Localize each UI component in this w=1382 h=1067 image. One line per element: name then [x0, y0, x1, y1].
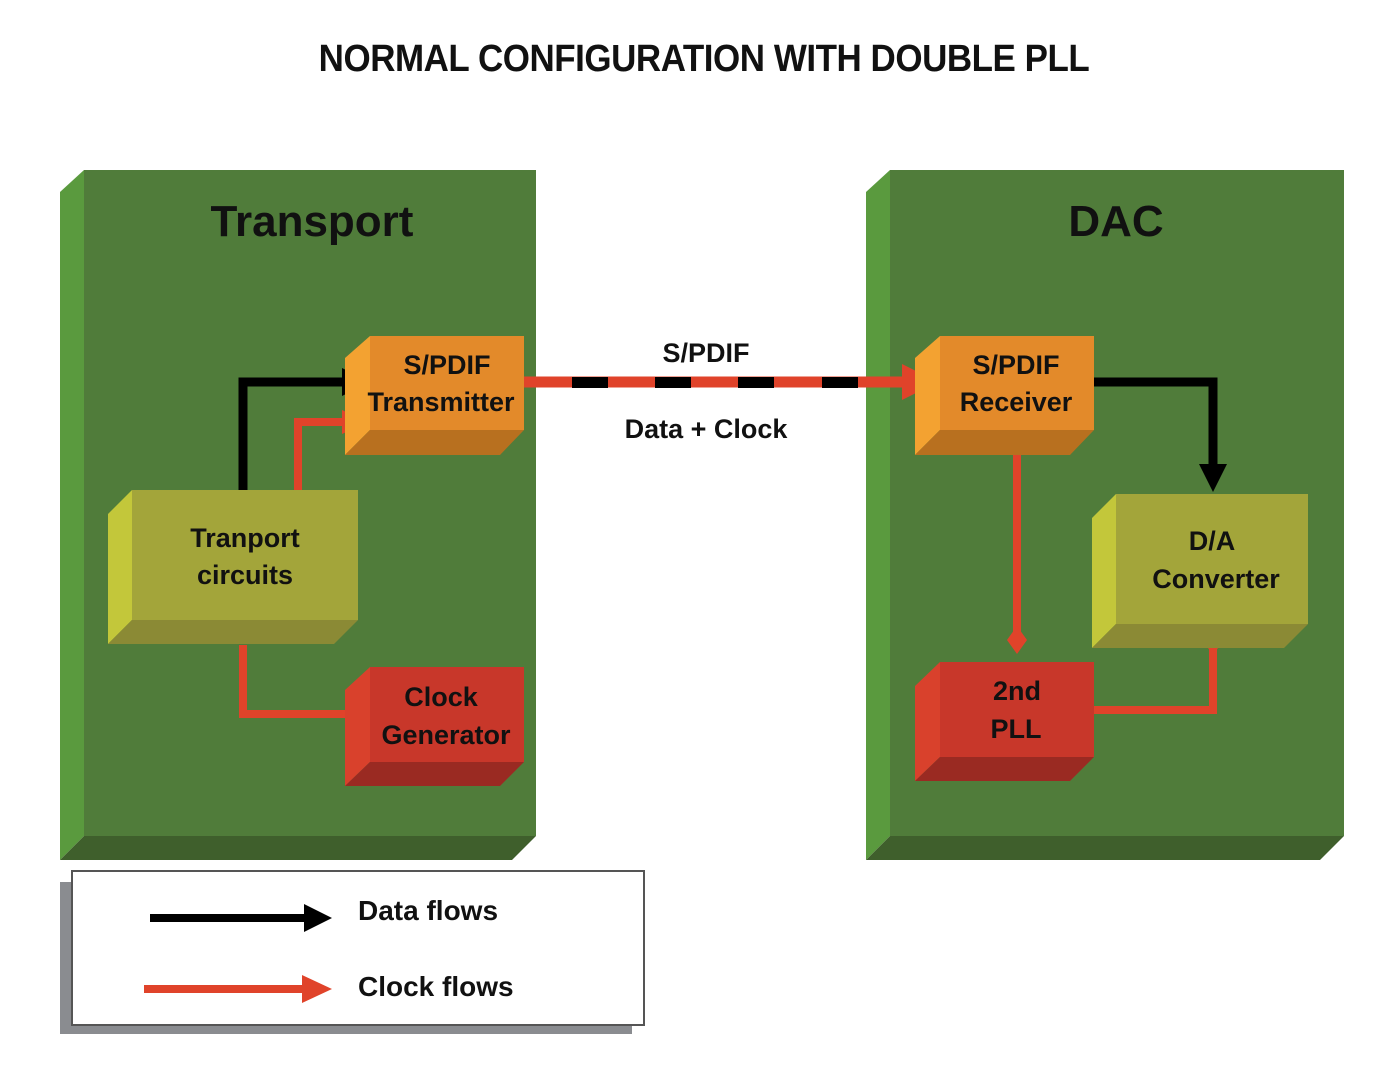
da-converter-label-line2: Converter [1152, 564, 1280, 594]
spdif-link-label: S/PDIF [662, 338, 749, 368]
spdif-receiver-block: S/PDIF Receiver [915, 336, 1094, 455]
clock-generator-block: Clock Generator [345, 667, 524, 786]
transport-panel-title: Transport [211, 197, 414, 246]
data-flow-arrow-icon [150, 904, 332, 932]
legend-box [71, 870, 645, 1026]
data-flow-arrow-receiver-to-converter [1090, 377, 1227, 492]
clock-generator-label-line1: Clock [404, 682, 479, 712]
second-pll-label-line2: PLL [991, 714, 1042, 744]
legend: Data flows Clock flows [60, 870, 645, 1034]
legend-item-data-flows: Data flows [150, 895, 498, 932]
clock-flow-arrow-receiver-to-pll [1007, 450, 1027, 654]
dac-panel-bottom-face [866, 836, 1344, 860]
transport-circuits-block: Tranport circuits [108, 490, 358, 644]
transport-panel-bottom-face [60, 836, 536, 860]
diagram-title: NORMAL CONFIGURATION WITH DOUBLE PLL [318, 38, 1090, 80]
transport-panel-left-face [60, 170, 84, 860]
clock-flow-arrow-icon [144, 975, 332, 1003]
clock-generator-label-line2: Generator [381, 720, 511, 750]
legend-label-clock-flows: Clock flows [358, 971, 514, 1002]
clock-flow-line-circuits-to-clockgen [239, 645, 360, 718]
transport-circuits-label-line1: Tranport [190, 523, 300, 553]
spdif-transmitter-label-line1: S/PDIF [403, 350, 490, 380]
data-clock-link-label: Data + Clock [625, 414, 789, 444]
da-converter-label-line1: D/A [1189, 526, 1236, 556]
spdif-transmitter-block: S/PDIF Transmitter [345, 336, 524, 455]
dac-panel-title: DAC [1068, 197, 1163, 246]
second-pll-label-line1: 2nd [993, 676, 1041, 706]
spdif-receiver-label-line2: Receiver [960, 387, 1073, 417]
spdif-receiver-label-line1: S/PDIF [972, 350, 1059, 380]
da-converter-block: D/A Converter [1092, 494, 1308, 648]
spdif-transmitter-label-line2: Transmitter [367, 387, 515, 417]
legend-item-clock-flows: Clock flows [144, 971, 514, 1003]
second-pll-block: 2nd PLL [915, 662, 1094, 781]
legend-label-data-flows: Data flows [358, 895, 498, 926]
transport-circuits-label-line2: circuits [197, 560, 293, 590]
dac-panel-left-face [866, 170, 890, 860]
